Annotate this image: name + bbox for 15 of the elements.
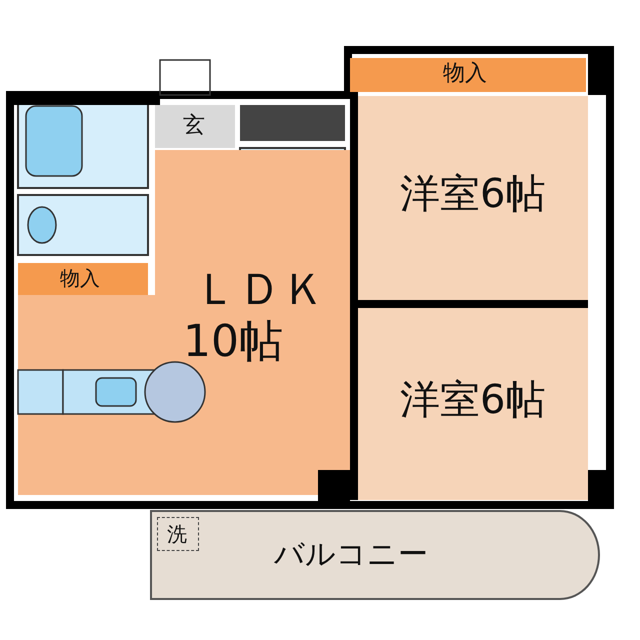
- entrance-area: [155, 105, 235, 148]
- room-label: 洋室6帖: [400, 174, 546, 214]
- room-floor: [358, 96, 588, 300]
- room-label: 洗: [167, 524, 187, 544]
- room-floor: [358, 308, 588, 500]
- room-label: 物入: [443, 63, 487, 85]
- room-label: 物入: [60, 268, 100, 288]
- room-label: 玄: [183, 115, 205, 137]
- storage-area: [350, 58, 586, 92]
- laundry-area: [157, 517, 199, 551]
- room-label: 洋室6帖: [400, 380, 546, 420]
- room-label: バルコニー: [274, 540, 428, 570]
- balcony-area: [150, 510, 600, 600]
- room-label: ＬＤＫ: [194, 268, 326, 312]
- room-label: 10帖: [183, 320, 283, 364]
